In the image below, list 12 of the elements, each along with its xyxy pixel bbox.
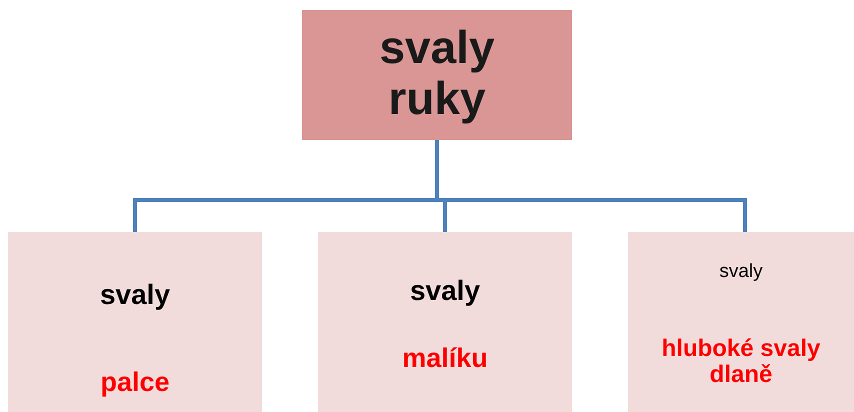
- category-box: [628, 232, 854, 412]
- node-title: svaly: [408, 276, 482, 307]
- node-title: svaly: [98, 280, 172, 311]
- category-box: [8, 232, 262, 412]
- node-title: svaly: [718, 262, 764, 283]
- node-subtitle: hluboké svaly dlaně: [660, 336, 822, 389]
- root-box: [302, 10, 572, 140]
- node-title: svaly ruky: [378, 22, 496, 124]
- node-subtitle: malíku: [401, 344, 489, 374]
- connector-line: [435, 140, 747, 232]
- category-box: [318, 232, 572, 412]
- node-subtitle: palce: [99, 368, 171, 398]
